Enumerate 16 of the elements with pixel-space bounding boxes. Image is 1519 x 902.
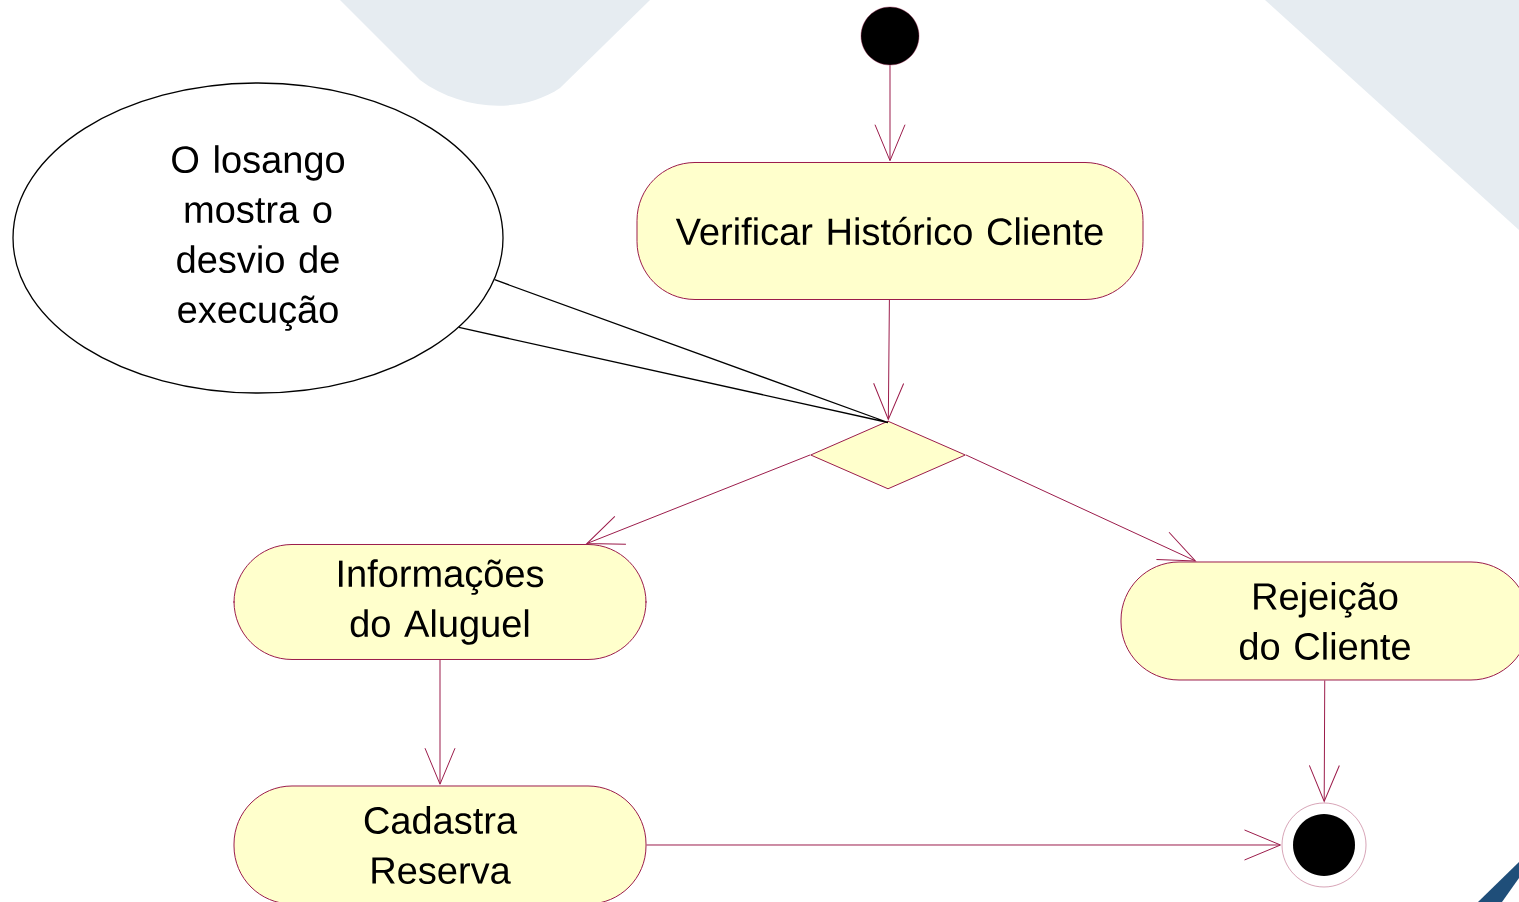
start-node bbox=[860, 6, 920, 66]
decision-diamond bbox=[810, 420, 966, 490]
arrow bbox=[874, 64, 906, 162]
arrow bbox=[646, 829, 1281, 861]
arrow bbox=[1308, 680, 1340, 802]
arrow bbox=[586, 454, 811, 545]
activity-box: Rejeição do Cliente bbox=[1120, 561, 1519, 681]
activity-box: Verificar Histórico Cliente bbox=[636, 162, 1144, 300]
arrow bbox=[965, 454, 1196, 562]
arrow bbox=[424, 659, 456, 785]
callout-bubble: O losango mostra o desvio de execução bbox=[12, 82, 504, 394]
callout-pointer bbox=[458, 279, 889, 424]
activity-box: Informações do Aluguel bbox=[233, 544, 647, 660]
arrow bbox=[873, 299, 905, 420]
end-node bbox=[1281, 802, 1367, 888]
activity-box: Cadastra Reserva bbox=[233, 785, 647, 902]
